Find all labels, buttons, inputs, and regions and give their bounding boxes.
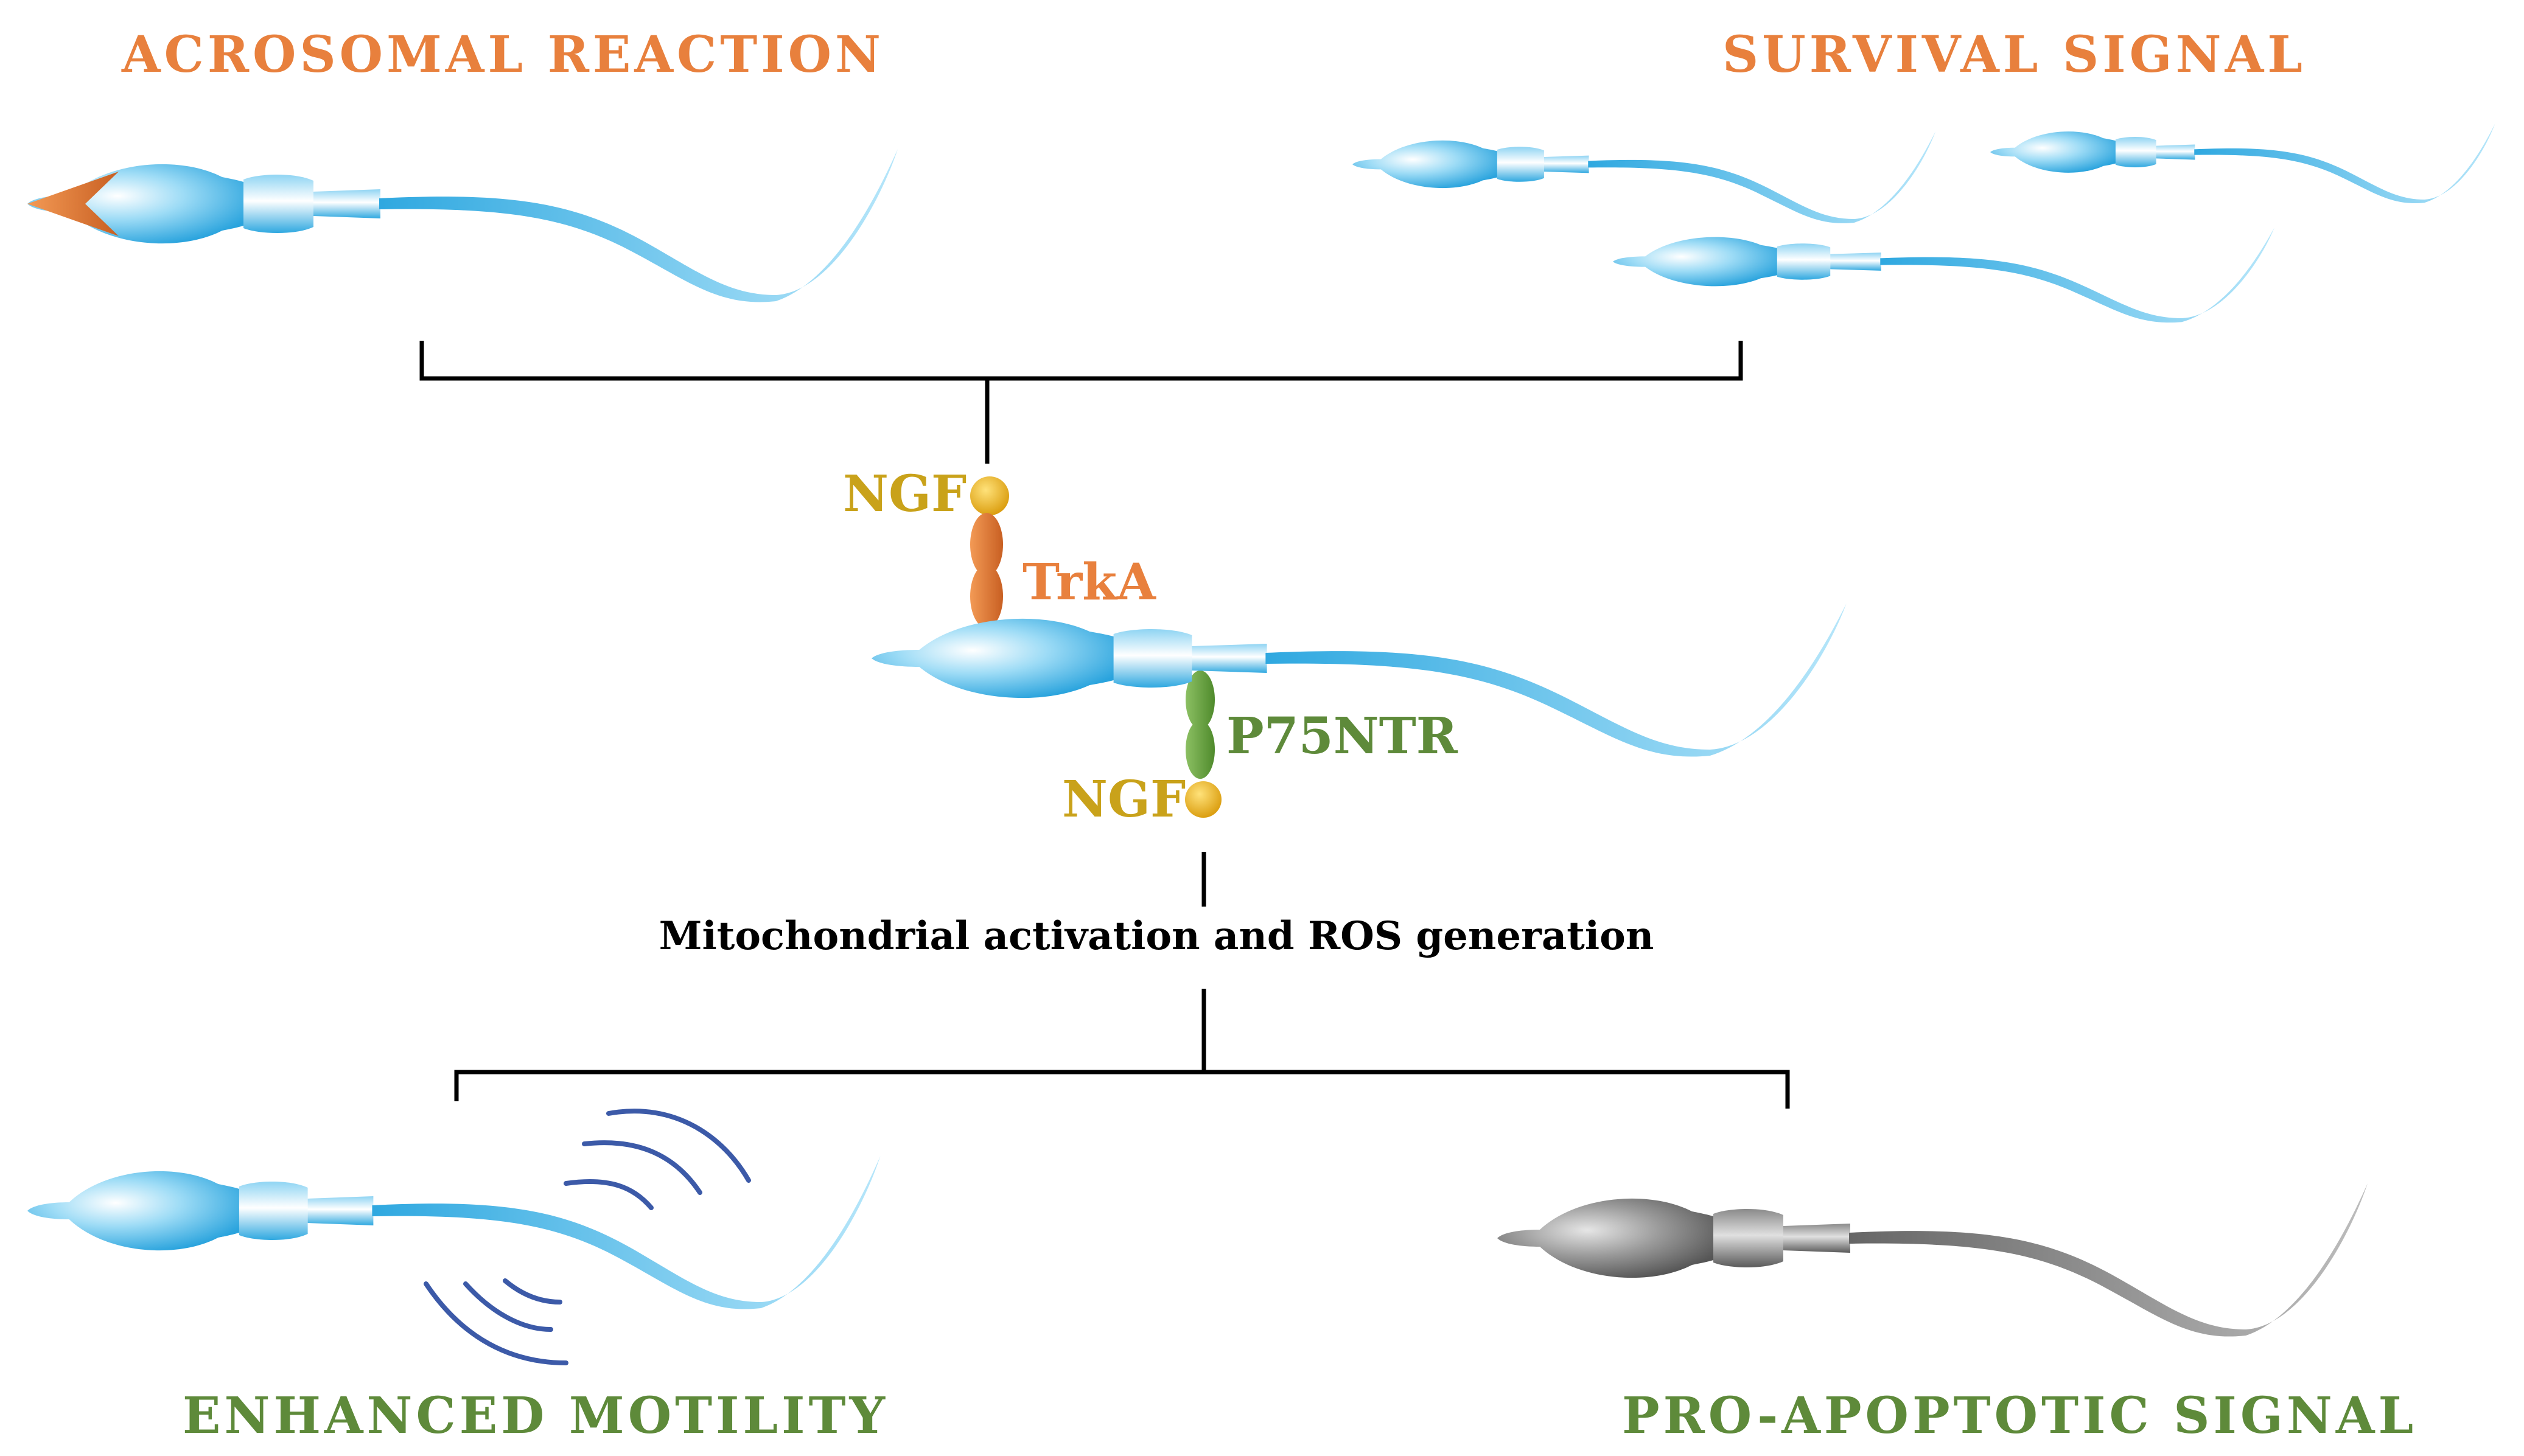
label-survival-signal: SURVIVAL SIGNAL [1722, 26, 2306, 84]
label-p75ntr: P75NTR [1226, 707, 1458, 765]
p75ntr-domain-upper [1186, 671, 1215, 729]
sperm-apoptotic [1497, 1183, 2368, 1337]
label-pro-apoptotic-signal: PRO-APOPTOTIC SIGNAL [1622, 1387, 2417, 1445]
ngf-ligand-bottom [1185, 781, 1222, 818]
ngf-ligand-top [970, 476, 1009, 515]
trka-domain-upper [970, 513, 1003, 576]
sperm-acrosomal [27, 149, 898, 302]
label-trka: TrkA [1023, 553, 1156, 611]
sperm-survival-3 [1613, 228, 2274, 323]
motion-waves-icon [424, 1109, 751, 1365]
label-mitochondrial-activation: Mitochondrial activation and ROS generat… [659, 913, 1654, 959]
receptor-complex [970, 476, 1222, 818]
middle-connector [454, 852, 1790, 1109]
sperm-survival-1 [1352, 131, 1936, 223]
p75ntr-domain-lower [1186, 720, 1215, 779]
sperm-survival-2 [1990, 124, 2495, 204]
sperm-motility [27, 1156, 881, 1309]
label-acrosomal-reaction: ACROSOMAL REACTION [121, 26, 884, 84]
trka-domain-lower [970, 565, 1003, 628]
label-enhanced-motility: ENHANCED MOTILITY [183, 1387, 889, 1445]
label-ngf-top: NGF [843, 465, 967, 523]
label-ngf-bottom: NGF [1062, 770, 1186, 829]
top-bracket [419, 341, 1743, 464]
acrosome-cap [27, 172, 119, 236]
